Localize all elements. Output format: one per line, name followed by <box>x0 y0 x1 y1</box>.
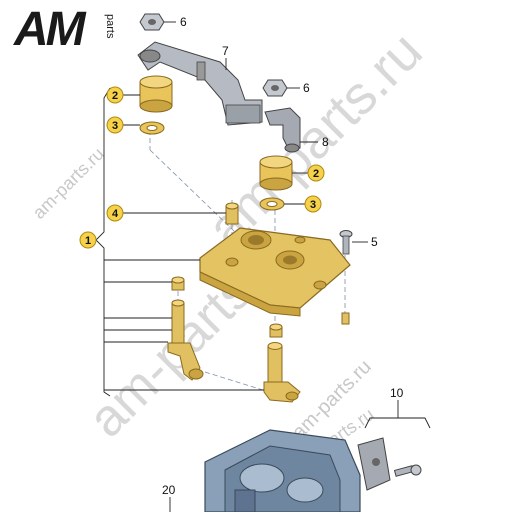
cap-left <box>171 276 185 291</box>
callout-6-right: 6 <box>303 81 310 95</box>
watermark-1: am-parts.ru <box>29 144 108 223</box>
selector-shaft-right <box>263 342 301 403</box>
callout-20: 20 <box>162 483 176 497</box>
svg-text:3: 3 <box>310 199 316 211</box>
gearbox-housing-20 <box>204 429 361 512</box>
callout-badge-2-left: 2 <box>106 86 124 104</box>
callout-6-top: 6 <box>180 15 187 29</box>
washer-3-left <box>139 121 165 135</box>
bushing-2-left <box>139 75 173 113</box>
bushing-2-right <box>259 155 293 191</box>
svg-text:4: 4 <box>112 208 119 220</box>
pin-4 <box>225 202 239 225</box>
shift-housing-1 <box>199 227 351 317</box>
callout-numbers: 6 7 6 8 5 10 20 <box>162 15 404 497</box>
dowel-right <box>341 312 350 325</box>
callout-badge-4: 4 <box>106 204 124 222</box>
cap-right <box>269 323 283 338</box>
callout-7: 7 <box>222 44 229 58</box>
svg-text:3: 3 <box>112 120 118 132</box>
callout-badge-3-right: 3 <box>304 195 322 213</box>
callout-badge-2-right: 2 <box>307 164 325 182</box>
svg-text:2: 2 <box>112 90 118 102</box>
washer-3-right <box>259 197 285 211</box>
callout-badge-1: 1 <box>79 231 97 249</box>
bracket-8 <box>264 107 301 153</box>
shift-lever-7 <box>137 41 263 126</box>
callout-badge-3-left: 3 <box>106 116 124 134</box>
bolt-5 <box>339 230 353 255</box>
selector-shaft-left <box>167 299 204 381</box>
callout-5: 5 <box>371 235 378 249</box>
svg-text:1: 1 <box>85 235 91 247</box>
callout-10: 10 <box>390 386 404 400</box>
svg-text:2: 2 <box>313 168 319 180</box>
callout-badges: 2 3 4 1 2 3 <box>79 86 325 249</box>
bracket-10 <box>357 437 422 491</box>
logo: AM <box>14 3 86 56</box>
nut-6-right <box>262 79 288 97</box>
callout-8: 8 <box>322 135 329 149</box>
nut-6-top <box>139 13 165 31</box>
